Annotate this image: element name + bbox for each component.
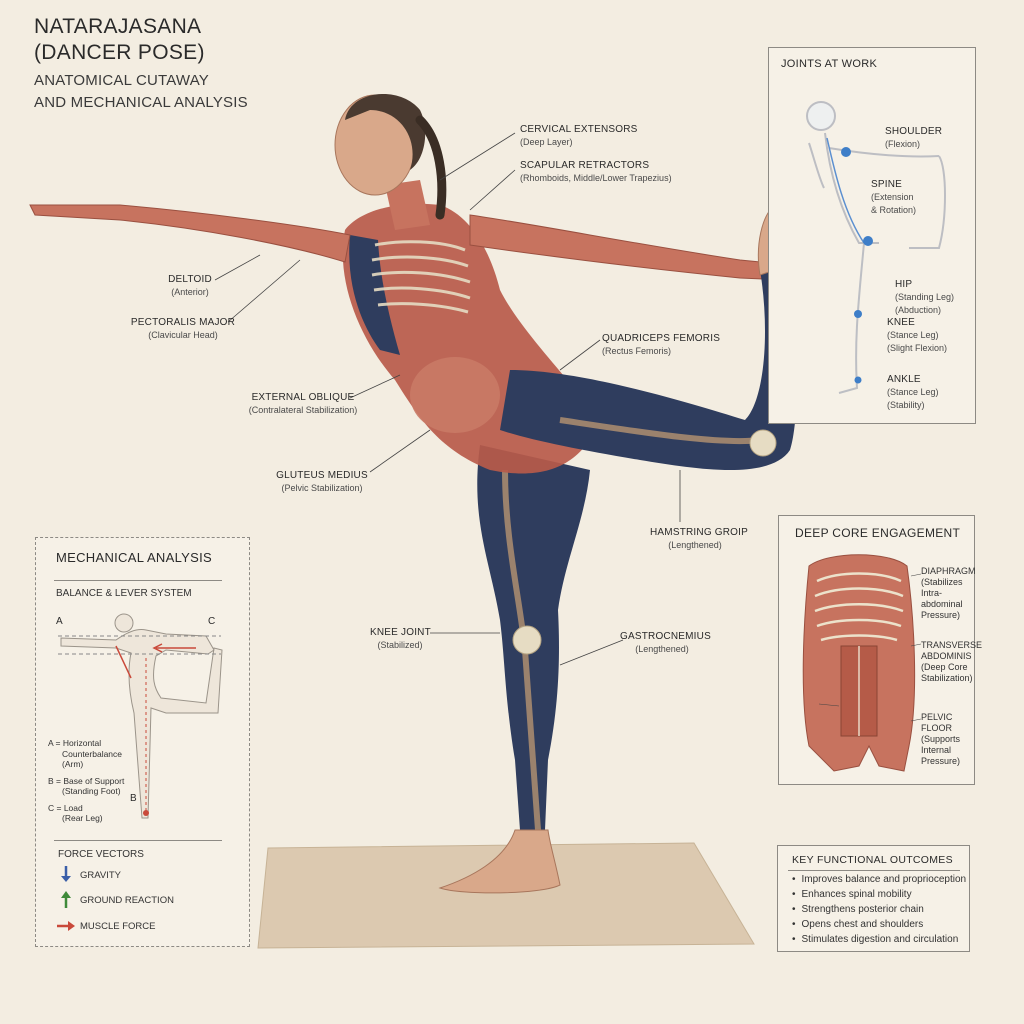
subtitle-line-1: ANATOMICAL CUTAWAY [34, 72, 210, 89]
gravity-arrow-icon [61, 866, 71, 882]
key-outcomes-panel: KEY FUNCTIONAL OUTCOMES Improves balance… [777, 845, 970, 952]
point-a-label: A [56, 616, 63, 627]
force-muscle-label: MUSCLE FORCE [80, 921, 156, 932]
mech-section-title: BALANCE & LEVER SYSTEM [56, 588, 192, 599]
ground-reaction-arrow-icon [61, 891, 71, 908]
standing-foot [438, 829, 561, 894]
outcomes-panel-title: KEY FUNCTIONAL OUTCOMES [792, 854, 953, 866]
lever-legend: A = Horizontal Counterbalance (Arm) B = … [48, 738, 125, 823]
label-deltoid: DELTOID (Anterior) [168, 274, 212, 297]
rear-arm [469, 214, 791, 281]
label-cervical-extensors: CERVICAL EXTENSORS (Deep Layer) [520, 124, 638, 147]
lever-system-diagram [58, 613, 223, 819]
title-line-1: NATARAJASANA [34, 15, 202, 38]
outcome-item: Opens chest and shoulders [792, 919, 924, 930]
mech-panel-title: MECHANICAL ANALYSIS [56, 550, 212, 565]
point-b-label: B [130, 793, 137, 804]
label-gluteus-medius: GLUTEUS MEDIUS (Pelvic Stabilization) [276, 470, 368, 493]
yoga-mat [257, 842, 755, 949]
core-panel-title: DEEP CORE ENGAGEMENT [795, 526, 961, 540]
lifted-leg [500, 262, 798, 470]
page-title: NATARAJASANA (DANCER POSE) [34, 14, 205, 66]
outcome-item: Stimulates digestion and circulation [792, 934, 959, 945]
joint-hip: HIP (Standing Leg) (Abduction) [895, 279, 955, 315]
muscle-force-arrow-icon [57, 921, 75, 931]
joint-knee: KNEE (Stance Leg) (Slight Flexion) [887, 317, 948, 353]
hair [345, 93, 426, 170]
joint-ankle: ANKLE (Stance Leg) (Stability) [887, 374, 939, 410]
page-subtitle: ANATOMICAL CUTAWAY AND MECHANICAL ANALYS… [34, 70, 248, 114]
outcome-item: Improves balance and proprioception [792, 874, 967, 885]
knee-joint [512, 625, 542, 655]
neck [385, 180, 430, 230]
core-torso-illustration [802, 554, 922, 772]
label-external-oblique: EXTERNAL OBLIQUE (Contralateral Stabiliz… [248, 392, 358, 415]
force-vector-icons [57, 866, 75, 931]
braid [415, 115, 447, 220]
title-line-2: (DANCER POSE) [34, 41, 205, 64]
label-quadriceps-femoris: QUADRICEPS FEMORIS (Rectus Femoris) [602, 333, 721, 356]
label-pectoralis-major: PECTORALIS MAJOR (Clavicular Head) [130, 317, 236, 340]
outcome-item: Strengthens posterior chain [792, 904, 924, 915]
outcome-item: Enhances spinal mobility [792, 889, 912, 900]
label-hamstring-group: HAMSTRING GROIP (Lengthened) [650, 527, 749, 550]
deep-core-panel: DEEP CORE ENGAGEMENT DIAPHRAGM (Stabiliz… [778, 515, 982, 785]
joint-markers [841, 147, 873, 384]
joints-panel-title: JOINTS AT WORK [781, 58, 878, 70]
point-c-label: C [208, 616, 216, 627]
force-vectors-title: FORCE VECTORS [58, 849, 144, 860]
label-gastrocnemius: GASTROCNEMIUS (Lengthened) [620, 631, 711, 654]
joint-shoulder: SHOULDER (Flexion) [885, 126, 943, 149]
core-pelvic-floor: PELVIC FLOOR (Supports Internal Pressure… [921, 712, 961, 766]
sports-top [349, 235, 400, 355]
abdomen [410, 357, 500, 433]
core-transverse-abdominis: TRANSVERSE ABDOMINIS (Deep Core Stabiliz… [921, 640, 983, 683]
core-diaphragm: DIAPHRAGM (Stabilizes Intra-abdominal Pr… [921, 566, 976, 620]
force-gravity-label: GRAVITY [80, 870, 121, 881]
label-scapular-retractors: SCAPULAR RETRACTORS (Rhomboids, Middle/L… [520, 160, 672, 183]
joint-spine: SPINE (Extension & Rotation) [871, 179, 917, 215]
front-arm [29, 204, 351, 263]
leader-lines [214, 132, 681, 666]
joints-at-work-panel: JOINTS AT WORK SHOULDER (Flexion) SPINE … [768, 47, 976, 424]
subtitle-line-2: AND MECHANICAL ANALYSIS [34, 94, 248, 111]
skeleton-illustration [806, 101, 946, 394]
mechanical-analysis-panel: MECHANICAL ANALYSIS BALANCE & LEVER SYST… [35, 537, 250, 947]
label-knee-joint: KNEE JOINT (Stabilized) [370, 627, 431, 650]
ribcage [371, 240, 471, 314]
force-ground-reaction-label: GROUND REACTION [80, 895, 174, 906]
